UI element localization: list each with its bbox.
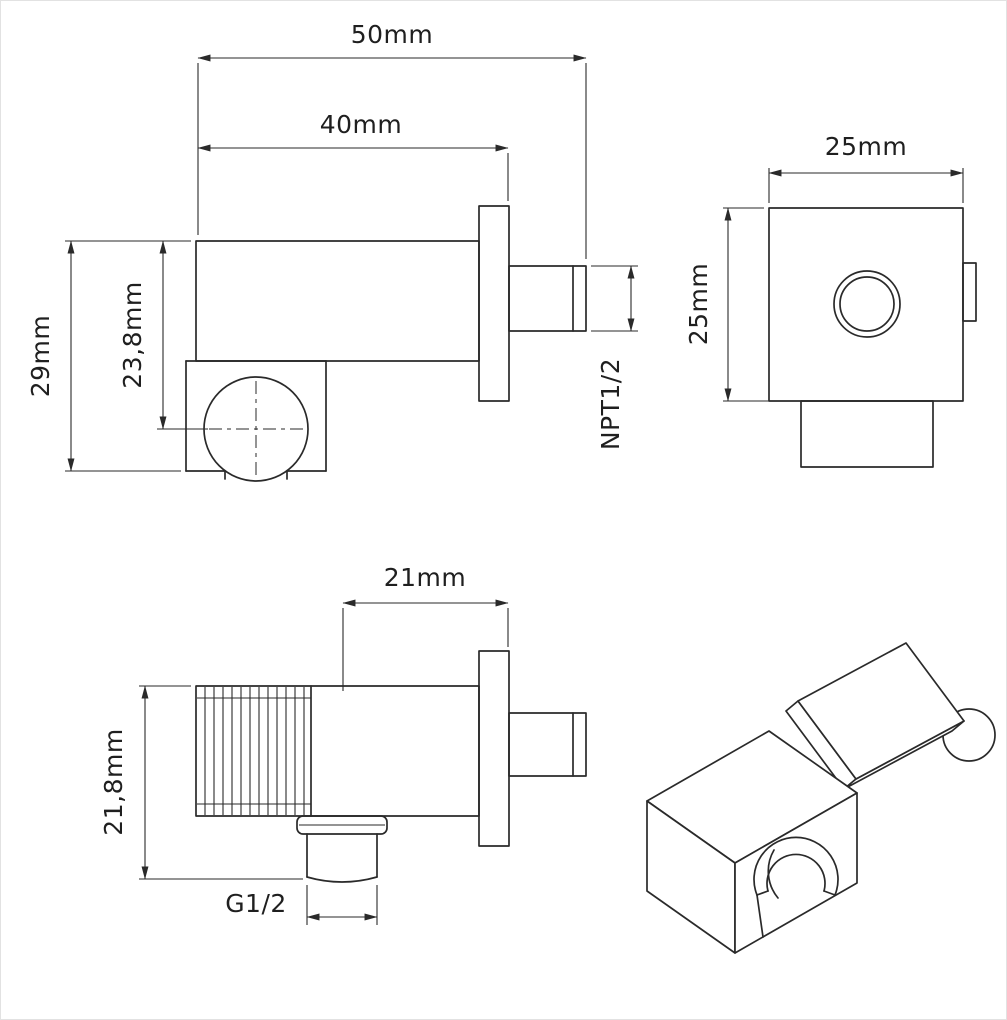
view-front: 25mm 25mm [684,132,977,468]
dimension-label-21-8mm: 21,8mm [99,728,128,835]
dimension-label-25mm-width: 25mm [825,132,908,161]
iso-cup-lip-right [823,890,836,896]
dimension-center-height: 23,8mm [118,240,208,430]
part-geometry [768,207,977,468]
iso-cup-lip-left [756,890,769,896]
iso-plate-front [797,642,965,780]
dimension-label-40mm: 40mm [320,110,403,139]
dimension-label-g12: G1/2 [225,889,287,918]
dimension-total-height: 29mm [26,240,191,472]
view-isometric [646,642,996,954]
part-geometry [195,650,587,883]
wall-flange [478,205,510,402]
view-side-top: 50mm 40mm 29mm 23,8mm NPT1/2 [26,20,638,482]
inlet-nipple [508,712,587,777]
dimension-label-npt: NPT1/2 [596,358,625,450]
side-tab [962,262,977,322]
inlet-nipple [508,265,587,332]
dimension-inlet-thread: NPT1/2 [591,265,638,450]
dimension-label-21mm: 21mm [384,563,467,592]
dimension-label-23-8mm: 23,8mm [118,281,147,388]
dimension-height: 25mm [684,207,796,402]
iso-cup-inner-rim [766,853,826,892]
holder-block [800,400,934,468]
iso-cup-slot-edge [756,894,764,938]
view-side-bottom: 21mm 21,8mm G1/2 [99,563,587,925]
wall-flange [478,650,510,847]
outlet-flange [296,815,388,835]
iso-body-front-face [734,792,858,954]
outlet-circle-outer [833,270,901,338]
dimension-outlet-thread: G1/2 [225,885,378,925]
dimension-label-29mm: 29mm [26,315,55,398]
dimension-width: 25mm [768,132,964,203]
iso-cup-outer-rim [753,836,839,896]
body-outline [195,240,480,362]
dimension-outlet-offset: 21mm [342,563,509,691]
dimension-label-50mm: 50mm [351,20,434,49]
dimension-total-length: 50mm [197,20,587,259]
dimension-body-length: 40mm [197,110,509,201]
outlet-cylinder-bottom [306,876,378,883]
dimension-body-height: 21,8mm [99,685,303,880]
knurl-hatch [204,687,305,815]
part-geometry [185,205,587,482]
dimension-label-25mm-height: 25mm [684,263,713,346]
body-outline [195,685,480,817]
front-square-body [768,207,964,402]
outlet-circle-inner [839,276,895,332]
